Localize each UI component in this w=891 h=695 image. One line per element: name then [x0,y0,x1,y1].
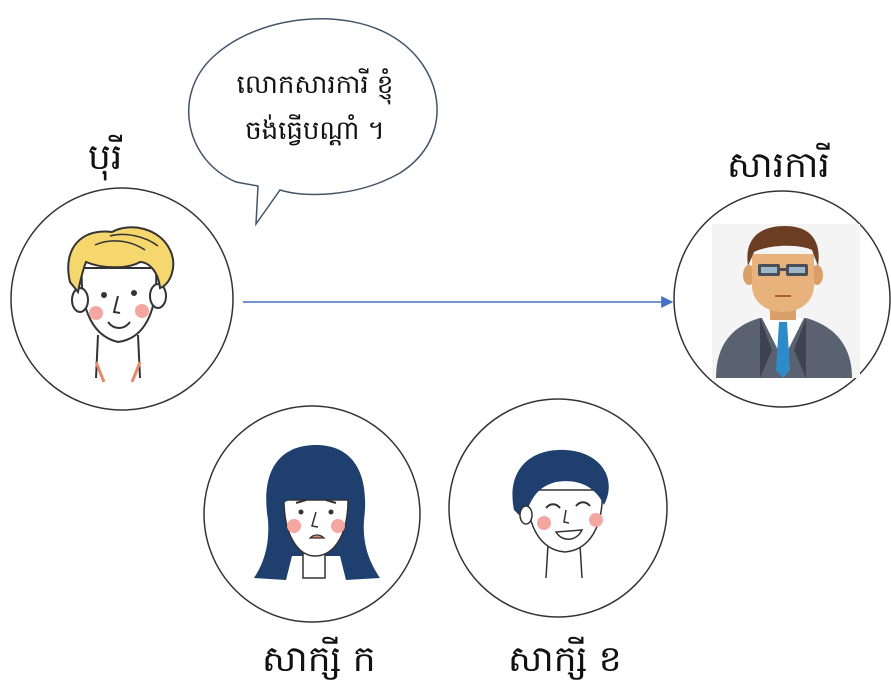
testator-label: បុរី [88,137,123,178]
speech-bubble-text: លោកសារការី ខ្ញុំ ចង់ធ្វើបណ្ដាំ ។ [205,62,425,154]
witness-b-node [448,398,668,618]
witness-a-node [203,405,421,623]
witness-a-label: សាក្សី ក [262,639,376,680]
notary-node [673,190,891,408]
speech-line-1: លោកសារការី ខ្ញុំ [236,70,394,100]
testator-node [10,187,234,411]
man-suit-glasses-icon [712,224,860,378]
witness-b-label: សាក្សី ខ [508,639,622,680]
speech-bubble [188,18,438,227]
speech-line-2: ចង់ធ្វើបណ្ដាំ ។ [245,116,385,146]
woman-short-hair-smiling-icon [512,449,609,579]
woman-dark-hair-worried-icon [254,445,380,580]
notary-label: សារការី [727,145,830,186]
young-man-blond-hair-icon [67,226,175,383]
